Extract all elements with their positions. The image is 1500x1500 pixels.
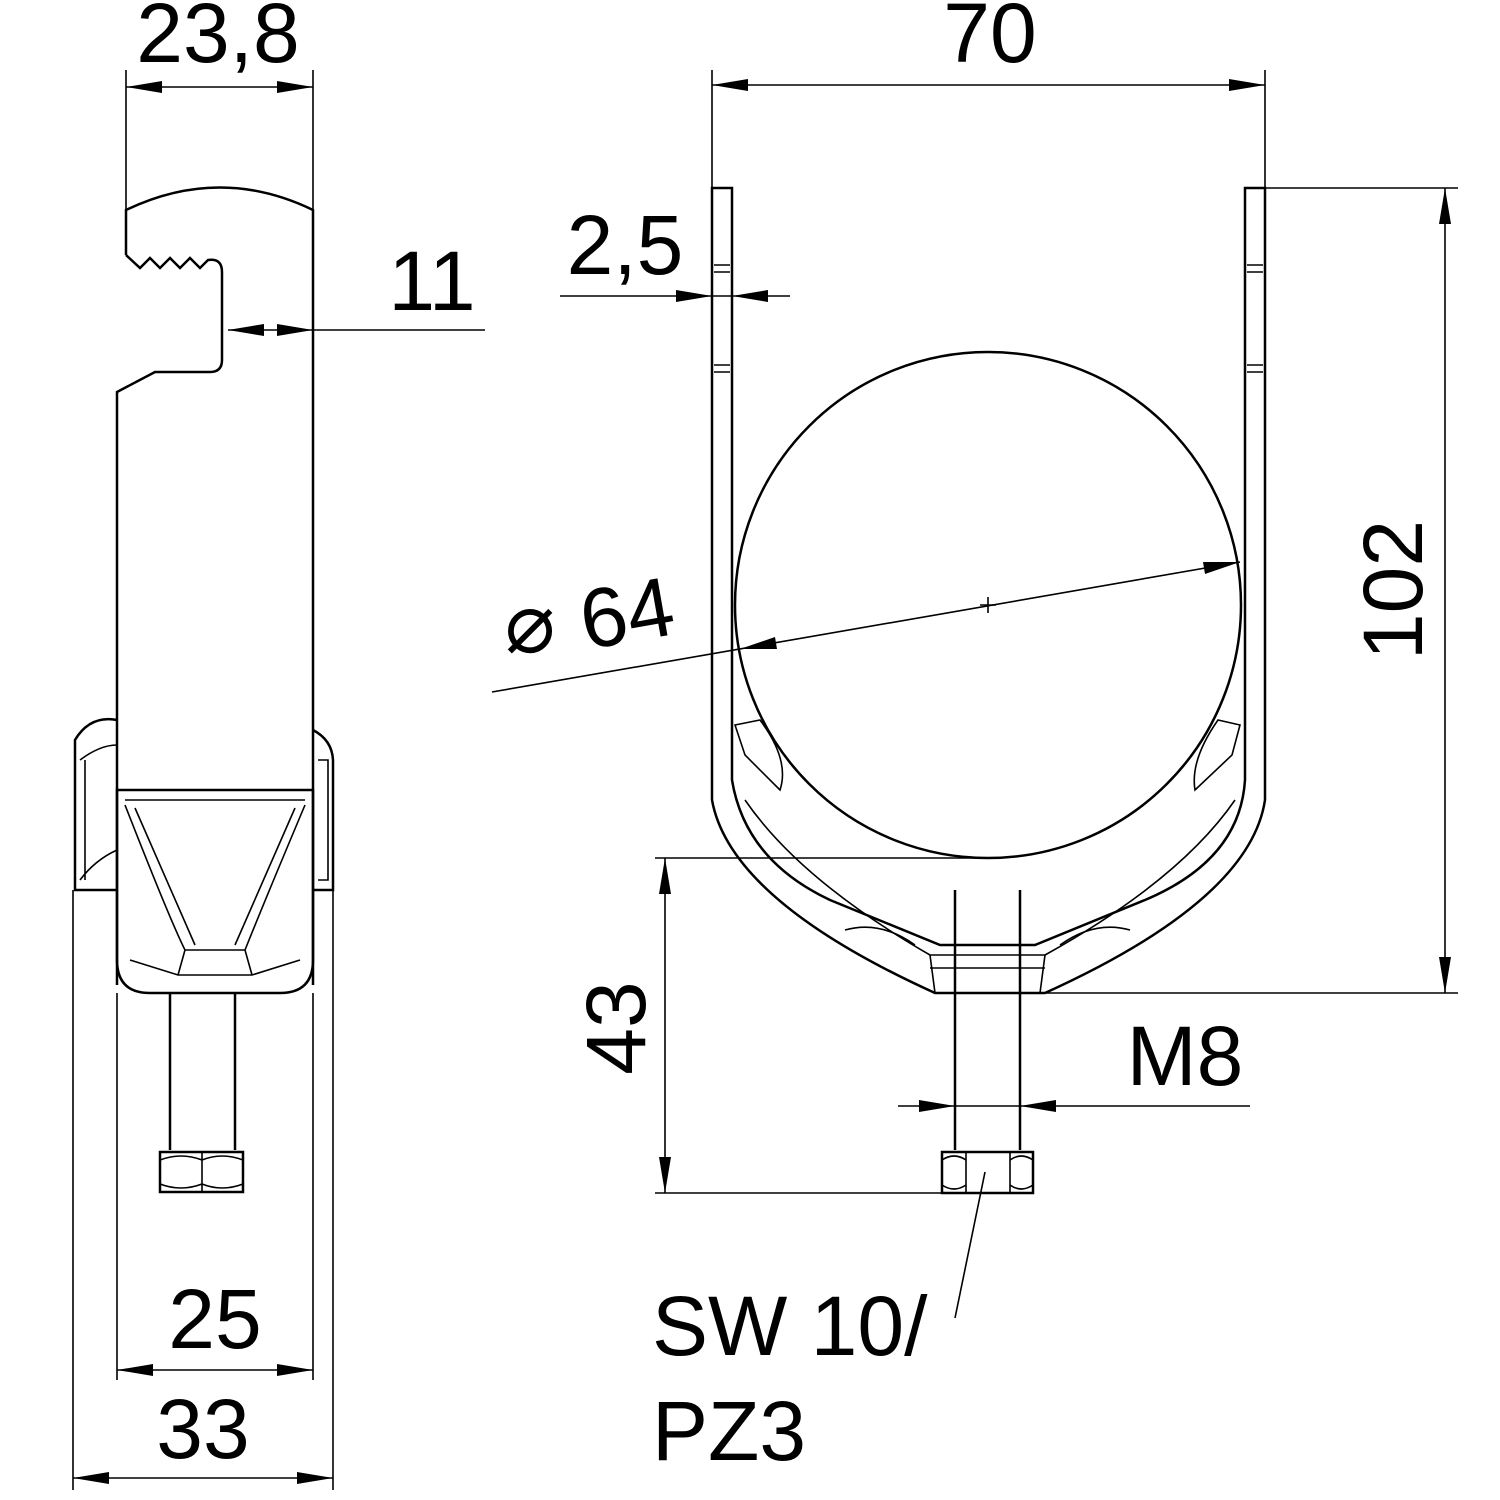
dim-label-102: 102 xyxy=(1346,520,1440,660)
dim-label-11: 11 xyxy=(388,234,475,328)
dimension-70: 70 xyxy=(711,0,1266,188)
dimension-23-8: 23,8 xyxy=(125,0,314,210)
dim-label-23-8: 23,8 xyxy=(136,0,300,80)
side-view xyxy=(73,186,335,1194)
dim-label-2-5: 2,5 xyxy=(567,198,684,292)
dimension-2-5: 2,5 xyxy=(560,198,790,302)
dimension-11: 11 xyxy=(228,234,485,336)
dim-label-33: 33 xyxy=(156,1382,249,1476)
front-view xyxy=(710,186,1267,1195)
dim-label-m8: M8 xyxy=(1127,1009,1244,1103)
dimension-m8: M8 xyxy=(898,1009,1250,1112)
dimension-33: 33 xyxy=(72,890,334,1490)
diameter-symbol: ⌀ xyxy=(505,576,556,670)
drive-callout: SW 10/ PZ3 xyxy=(652,1171,986,1478)
dimension-102: 102 xyxy=(1045,187,1458,994)
dimension-25: 25 xyxy=(116,993,314,1380)
dim-label-70: 70 xyxy=(943,0,1036,80)
dim-label-25: 25 xyxy=(168,1272,261,1366)
pipe-circle xyxy=(733,350,1243,860)
drive-label-line2: PZ3 xyxy=(652,1384,806,1478)
dimension-diameter-64: ⌀ 64 xyxy=(491,559,1241,693)
dim-label-64: 64 xyxy=(573,559,681,668)
dimension-43: 43 xyxy=(569,857,985,1194)
dim-label-43: 43 xyxy=(569,981,663,1074)
drive-label-line1: SW 10/ xyxy=(652,1279,928,1373)
